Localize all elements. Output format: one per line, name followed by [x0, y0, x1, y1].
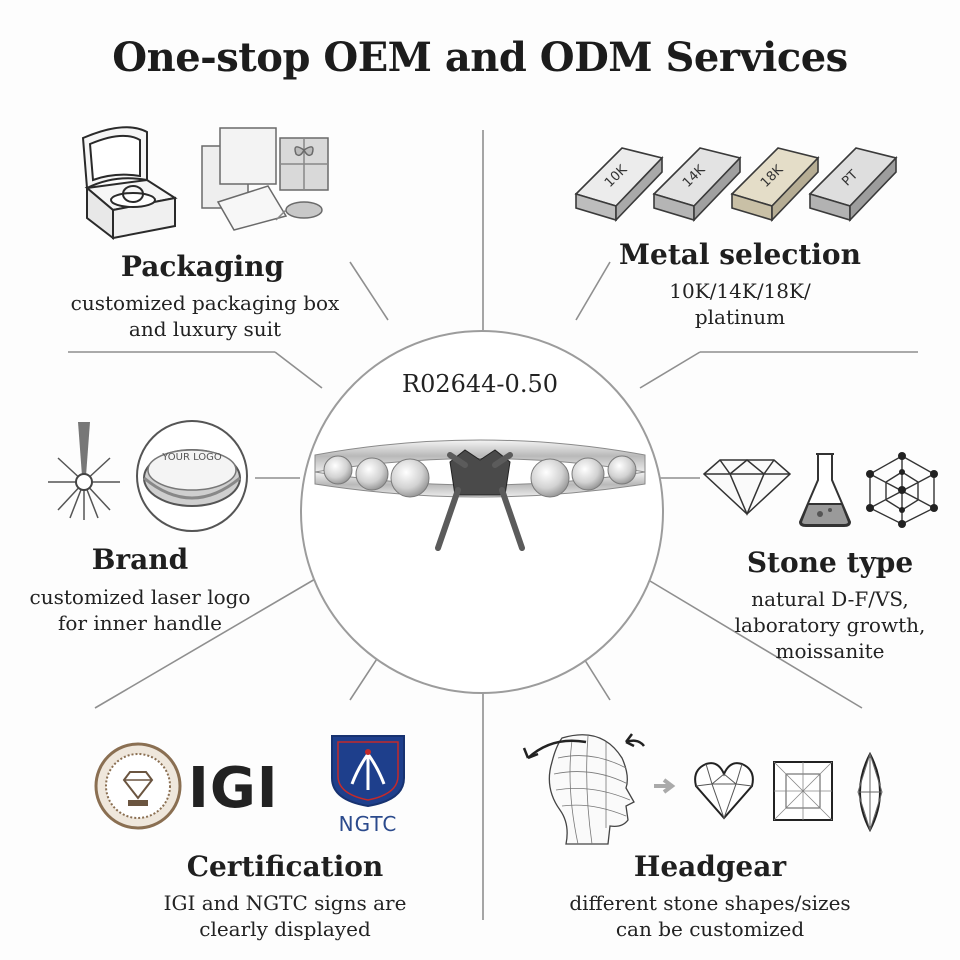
diamond-icon: [702, 459, 792, 516]
center-product-circle: [300, 330, 664, 694]
heart-gem-icon: [694, 762, 754, 820]
metal-bars-icon: 10K 14K 18K PT: [574, 147, 898, 222]
brand-title: Brand: [91, 543, 189, 576]
marquise-gem-icon: [857, 752, 883, 832]
connector-upper-right: [639, 351, 701, 389]
stone-desc-line1: natural D-F/VS,: [751, 587, 909, 611]
headgear-title: Headgear: [633, 850, 787, 883]
divider-line-lower-left: [94, 574, 323, 709]
connector-upper-left: [274, 351, 323, 389]
gift-box-icon: [201, 127, 329, 231]
model-code: R02644-0.50: [402, 370, 558, 398]
brand-desc-line2: for inner handle: [58, 611, 222, 635]
certification-title: Certification: [186, 850, 384, 883]
metal-title: Metal selection: [619, 238, 861, 271]
metal-bar-10k: [574, 147, 664, 222]
connector-packaging: [349, 261, 389, 321]
lab-flask-icon: [798, 453, 852, 527]
packaging-title: Packaging: [120, 250, 285, 283]
connector-metal: [575, 261, 611, 321]
metal-bar-18k: [730, 147, 820, 222]
ngtc-logo-text: NGTC: [338, 812, 398, 836]
metal-desc-line1: 10K/14K/18K/: [669, 279, 811, 303]
metal-bar-14k: [652, 147, 742, 222]
headgear-desc-line2: can be customized: [615, 917, 805, 941]
crystal-lattice-icon: [866, 452, 938, 528]
head-scan-icon: [522, 733, 645, 845]
divider-line-lower-right: [639, 574, 863, 709]
metal-desc-line2: platinum: [694, 305, 786, 329]
laser-beam-icon: [48, 422, 120, 520]
igi-seal-icon: [94, 742, 182, 830]
page-title: One-stop OEM and ODM Services: [112, 34, 848, 81]
ring-box-icon: [81, 126, 178, 241]
igi-logo-text: IGI: [188, 756, 279, 821]
arrow-right-icon: [654, 778, 676, 794]
headgear-desc-line1: different stone shapes/sizes: [569, 891, 851, 915]
packaging-desc-line1: customized packaging box: [70, 291, 340, 315]
packaging-desc-line2: and luxury suit: [128, 317, 282, 341]
brand-desc-line1: customized laser logo: [29, 585, 251, 609]
certification-desc-line2: clearly displayed: [199, 917, 371, 941]
engraving-text: YOUR LOGO: [161, 452, 222, 463]
stone-title: Stone type: [746, 546, 914, 579]
stone-desc-line3: moissanite: [775, 639, 885, 663]
product-ring-image: [314, 439, 646, 551]
stone-desc-line2: laboratory growth,: [734, 613, 926, 637]
ngtc-shield-icon: [331, 735, 405, 808]
certification-desc-line1: IGI and NGTC signs are: [163, 891, 407, 915]
metal-bar-pt: [808, 147, 898, 222]
princess-gem-icon: [773, 761, 833, 821]
engraved-band-icon: YOUR LOGO: [136, 420, 248, 532]
